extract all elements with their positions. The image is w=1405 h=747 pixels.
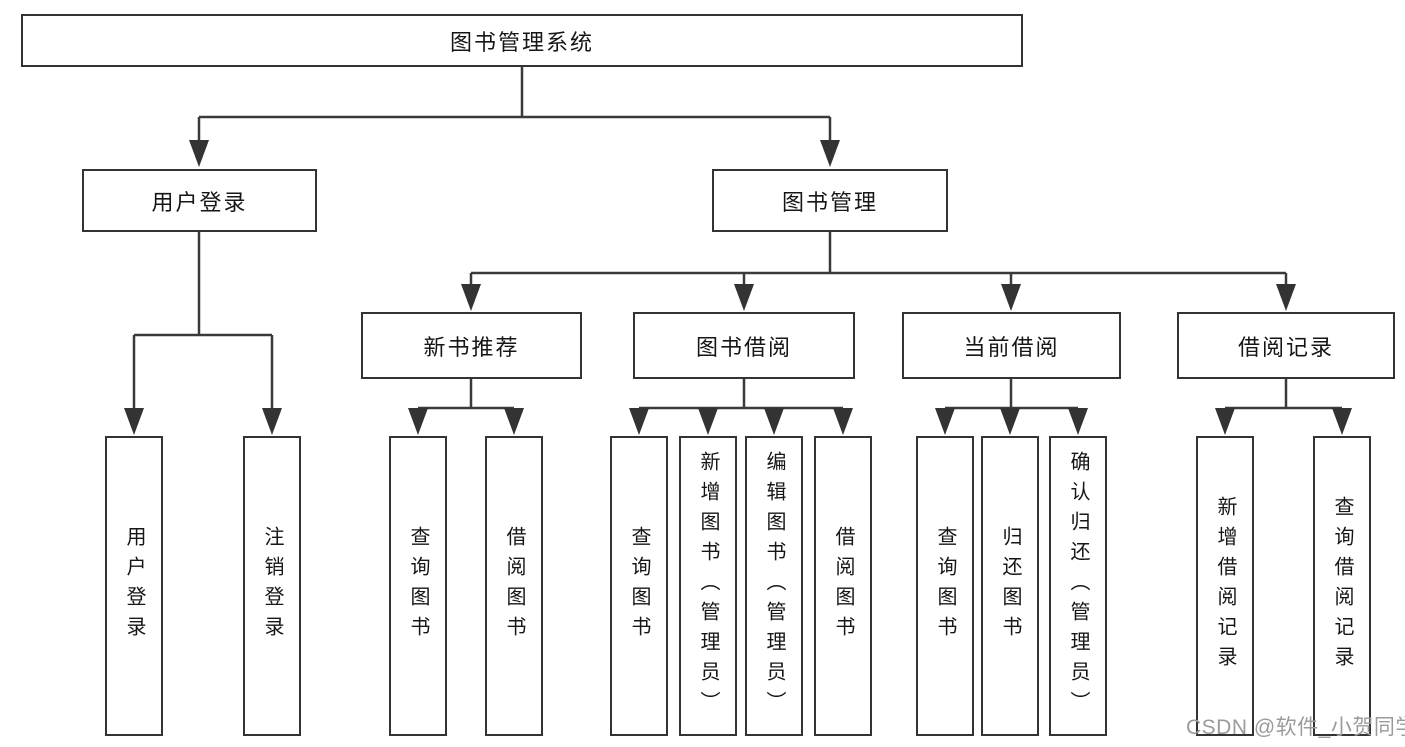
leaf-borrow-edit-books-admin-label: 编辑图书（管理员） [763,451,785,721]
arrow-to-leaf-logout [262,408,282,435]
arrow-to-leaf-recommend-borrow [504,408,524,435]
leaf-current-confirm-return-admin: 确认归还（管理员） [1049,436,1107,736]
node-library-management-system: 图书管理系统 [21,14,1023,67]
node-book-borrowing: 图书借阅 [633,312,855,379]
arrow-to-leaf-borrow-add [698,408,718,435]
arrow-to-leaf-current-query [935,408,955,435]
csdn-watermark: CSDN @软件_小贺同学 [1186,716,1405,739]
leaf-user-login: 用户登录 [105,436,163,736]
arrowheads [124,140,1352,435]
leaf-borrow-borrow-books-label: 借阅图书 [832,526,854,646]
node-new-book-recommend: 新书推荐 [361,312,582,379]
leaf-records-query-record: 查询借阅记录 [1313,436,1371,736]
connector-root-split [197,67,832,148]
leaf-current-return-books: 归还图书 [981,436,1039,736]
arrow-to-leaf-record-query [1332,408,1352,435]
arrow-to-leaf-borrow-borrow [833,408,853,435]
node-book-management-label: 图书管理 [781,189,878,215]
leaf-borrow-edit-books-admin: 编辑图书（管理员） [745,436,803,736]
arrow-to-new-book-recommend [461,284,481,311]
leaf-records-add-record: 新增借阅记录 [1196,436,1254,736]
leaf-recommend-query-books-label: 查询图书 [407,526,429,646]
leaf-borrow-query-books-label: 查询图书 [628,526,650,646]
leaf-borrow-add-books-admin: 新增图书（管理员） [679,436,737,736]
arrow-to-leaf-recommend-query [408,408,428,435]
connector-manage-split [469,232,1288,292]
leaf-logout-label: 注销登录 [261,526,283,646]
leaf-borrow-borrow-books: 借阅图书 [814,436,872,736]
node-borrowing-records-label: 借阅记录 [1237,334,1334,360]
node-user-login-label: 用户登录 [151,189,248,215]
arrow-to-leaf-user-login [124,408,144,435]
node-library-management-system-label: 图书管理系统 [449,29,594,55]
node-current-borrowing-label: 当前借阅 [963,334,1060,360]
leaf-recommend-borrow-books-label: 借阅图书 [503,526,525,646]
leaf-user-login-label: 用户登录 [123,526,145,646]
arrow-to-current-borrow [1001,284,1021,311]
arrow-to-leaf-borrow-query [629,408,649,435]
node-user-login: 用户登录 [82,169,317,232]
arrow-to-leaf-record-add [1215,408,1235,435]
connector-borrow-split [637,379,845,414]
leaf-current-query-books: 查询图书 [916,436,974,736]
leaf-current-return-books-label: 归还图书 [999,526,1021,646]
arrow-to-leaf-current-return [1000,408,1020,435]
leaf-current-confirm-return-admin-label: 确认归还（管理员） [1067,451,1089,721]
connector-record-split [1223,379,1344,414]
leaf-records-add-record-label: 新增借阅记录 [1214,496,1236,676]
arrow-to-leaf-current-confirm [1068,408,1088,435]
node-borrowing-records: 借阅记录 [1177,312,1395,379]
leaf-logout: 注销登录 [243,436,301,736]
leaf-records-query-record-label: 查询借阅记录 [1331,496,1353,676]
leaf-borrow-query-books: 查询图书 [610,436,668,736]
node-book-management: 图书管理 [712,169,948,232]
arrow-to-borrow-record [1276,284,1296,311]
arrow-to-user-login [189,140,209,167]
node-new-book-recommend-label: 新书推荐 [423,334,520,360]
connector-login-split [132,232,274,414]
leaf-borrow-add-books-admin-label: 新增图书（管理员） [697,451,719,721]
connector-recommend-split [416,379,516,414]
leaf-current-query-books-label: 查询图书 [934,526,956,646]
node-book-borrowing-label: 图书借阅 [695,334,792,360]
leaf-recommend-query-books: 查询图书 [389,436,447,736]
node-current-borrowing: 当前借阅 [902,312,1121,379]
arrow-to-book-borrow [734,284,754,311]
arrow-to-book-manage [820,140,840,167]
leaf-recommend-borrow-books: 借阅图书 [485,436,543,736]
arrow-to-leaf-borrow-edit [764,408,784,435]
